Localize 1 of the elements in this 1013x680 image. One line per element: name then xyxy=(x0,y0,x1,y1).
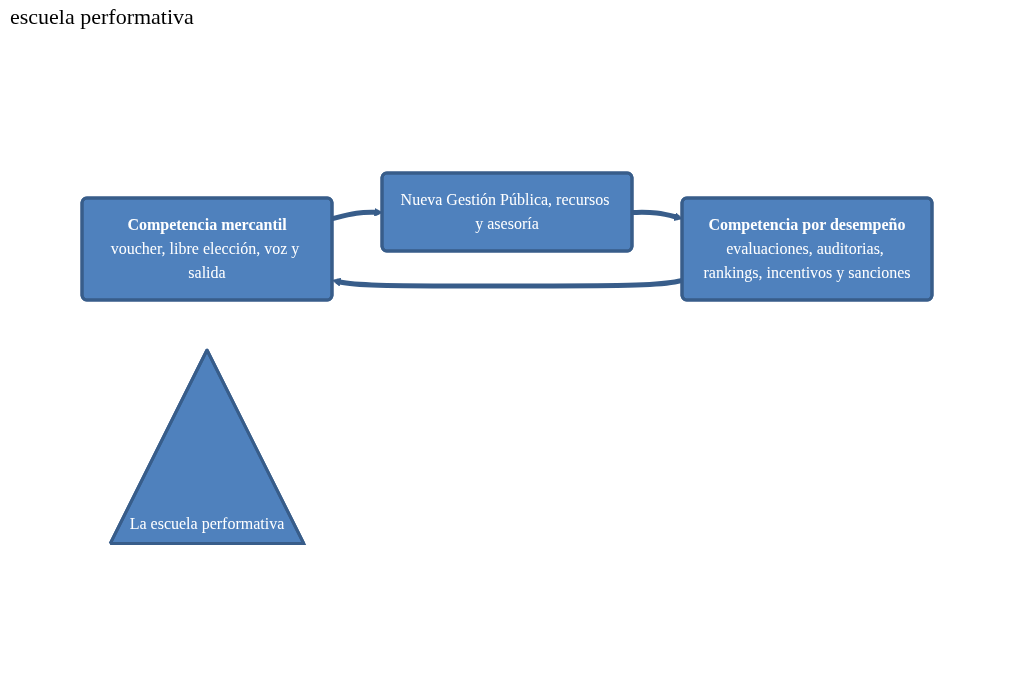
diagram-title: escuela performativa xyxy=(9,3,195,31)
